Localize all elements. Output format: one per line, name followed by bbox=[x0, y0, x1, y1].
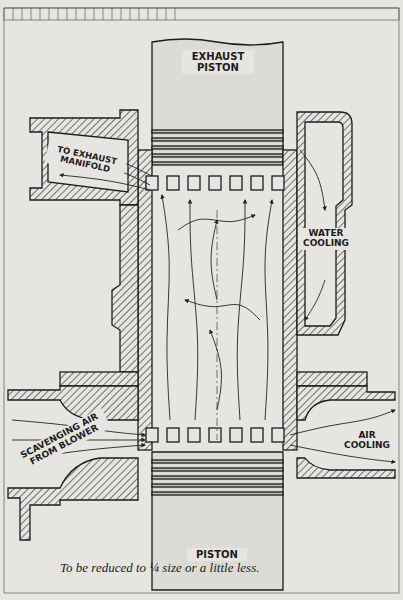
cylinder-block bbox=[112, 205, 138, 372]
title-strip bbox=[4, 8, 399, 593]
piston-rings bbox=[152, 130, 283, 165]
flow-arrow bbox=[305, 280, 325, 320]
liner-wall bbox=[138, 150, 152, 450]
flow-arrow bbox=[178, 215, 255, 230]
air-cooling-wall bbox=[297, 386, 395, 420]
flange bbox=[60, 372, 138, 386]
part-label: PISTON bbox=[187, 548, 247, 561]
flow-arrow bbox=[210, 330, 221, 410]
flow-arrow bbox=[185, 300, 260, 320]
scavenge-inlet-wall bbox=[8, 386, 138, 420]
ports bbox=[146, 176, 284, 442]
flow-arrow bbox=[265, 200, 272, 420]
exhaust-piston bbox=[152, 39, 283, 165]
air-cooling-wall bbox=[297, 458, 395, 478]
piston-rings bbox=[152, 460, 283, 495]
flow-arrow bbox=[162, 195, 170, 420]
center-line bbox=[217, 210, 218, 440]
liner-wall bbox=[283, 150, 297, 450]
part-label: AIR COOLING bbox=[340, 430, 394, 452]
flow-arrows bbox=[12, 148, 395, 462]
water-space bbox=[305, 122, 343, 326]
flange bbox=[297, 372, 367, 386]
handwritten-note: To be reduced to ¼ size or a little less… bbox=[58, 560, 358, 576]
water-jacket bbox=[297, 112, 352, 335]
flow-arrow bbox=[300, 150, 325, 210]
part-label: SCAVENGING AIR FROM BLOWER bbox=[13, 408, 112, 474]
flow-arrow bbox=[211, 220, 217, 300]
exhaust-housing bbox=[30, 110, 138, 205]
part-label: WATER COOLING bbox=[298, 228, 354, 250]
flow-arrow bbox=[190, 200, 198, 420]
part-label: TO EXHAUST MANIFOLD bbox=[45, 142, 128, 179]
part-label: EXHAUST PISTON bbox=[182, 50, 254, 74]
flow-arrow bbox=[60, 175, 150, 190]
flow-arrow bbox=[237, 200, 245, 420]
